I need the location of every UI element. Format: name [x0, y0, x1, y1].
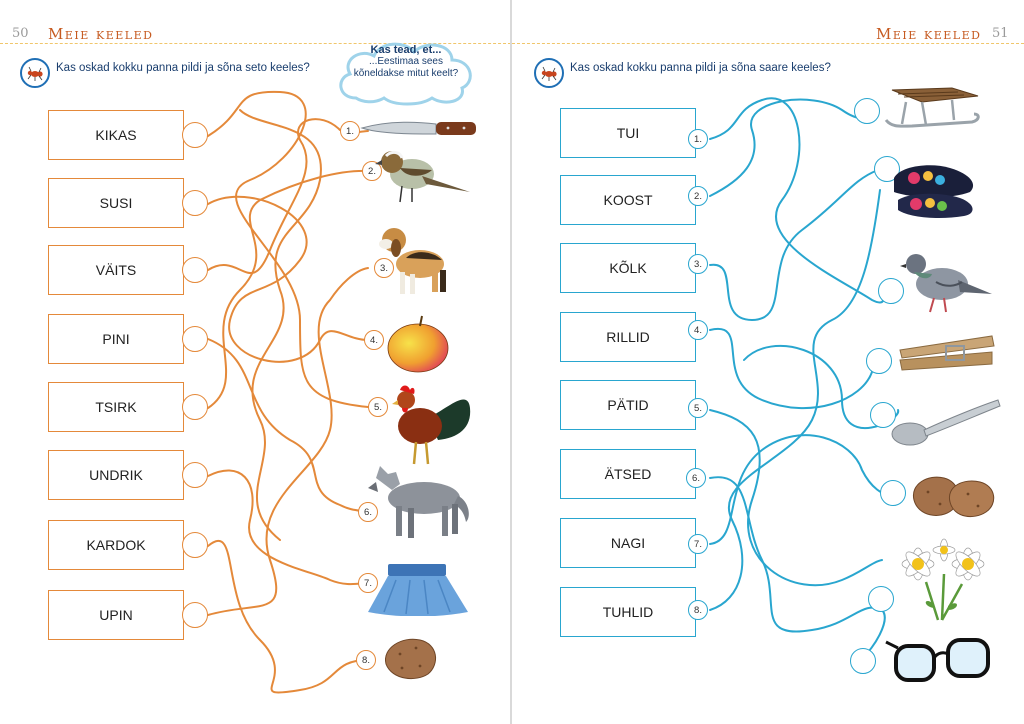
answer-circle[interactable]	[850, 648, 876, 674]
dog-icon	[379, 228, 446, 294]
word-label: VÄITS	[95, 262, 137, 278]
apple-icon	[387, 315, 449, 373]
word-label: TUI	[616, 125, 640, 141]
number-badge: 5.	[368, 397, 388, 417]
number-badge: 1.	[340, 121, 360, 141]
word-label: KÕLK	[609, 260, 647, 276]
word-label: UNDRIK	[89, 467, 143, 483]
knife-icon	[360, 121, 476, 135]
answer-circle[interactable]	[182, 326, 208, 352]
task-question: Kas oskad kokku panna pildi ja sõna seto…	[56, 62, 310, 74]
word-box-3: KÕLK	[560, 243, 696, 293]
word-label: UPIN	[99, 607, 133, 623]
word-label: TSIRK	[95, 399, 137, 415]
answer-circle[interactable]	[854, 98, 880, 124]
number-badge: 7.	[688, 534, 708, 554]
page-title: Meie keeled	[48, 25, 154, 43]
number-badge: 2.	[362, 161, 382, 181]
left-page: 50 Meie keeled Kas oskad kokku panna pil…	[0, 0, 511, 724]
number-badge: 3.	[688, 254, 708, 274]
clothespin-icon	[899, 335, 995, 371]
spoon-icon	[891, 399, 1001, 446]
word-label: RILLID	[606, 329, 650, 345]
number-badge: 1.	[688, 129, 708, 149]
number-badge: 4.	[364, 330, 384, 350]
rooster-icon	[392, 385, 471, 465]
word-label: PINI	[102, 331, 130, 347]
answer-circle[interactable]	[182, 602, 208, 628]
word-label: SUSI	[99, 195, 133, 211]
page-title: Meie keeled	[876, 25, 982, 43]
word-box-4: PINI	[48, 314, 184, 364]
word-box-3: VÄITS	[48, 245, 184, 295]
word-label: ÄTSED	[604, 466, 652, 482]
word-box-5: TSIRK	[48, 382, 184, 432]
number-badge: 6.	[686, 468, 706, 488]
number-badge: 6.	[358, 502, 378, 522]
word-box-5: PÄTID	[560, 380, 696, 430]
task-question: Kas oskad kokku panna pildi ja sõna saar…	[570, 62, 831, 74]
header-divider	[512, 43, 1024, 44]
answer-circle[interactable]	[870, 402, 896, 428]
word-box-7: NAGI	[560, 518, 696, 568]
bird-icon	[375, 150, 470, 203]
answer-circle[interactable]	[182, 257, 208, 283]
daisies-icon	[901, 538, 985, 621]
pigeon-icon	[900, 254, 992, 313]
page-gutter	[510, 0, 512, 724]
answer-circle[interactable]	[868, 586, 894, 612]
wolf-icon	[368, 466, 469, 538]
word-label: KOOST	[603, 192, 653, 208]
answer-circle[interactable]	[880, 480, 906, 506]
number-badge: 3.	[374, 258, 394, 278]
word-box-6: ÄTSED	[560, 449, 696, 499]
number-badge: 5.	[688, 398, 708, 418]
number-badge: 8.	[356, 650, 376, 670]
word-label: PÄTID	[607, 397, 649, 413]
word-label: NAGI	[610, 535, 646, 551]
word-box-1: KIKAS	[48, 110, 184, 160]
right-page: Meie keeled 51 Kas oskad kokku panna pil…	[512, 0, 1024, 724]
sled-icon	[884, 87, 980, 128]
cloud-line-1: ...Eestimaa sees	[369, 56, 443, 67]
answer-circle[interactable]	[182, 190, 208, 216]
skirt-icon	[368, 564, 468, 616]
maze-lines	[207, 90, 369, 694]
word-box-6: UNDRIK	[48, 450, 184, 500]
cloud-title: Kas tead, et...	[370, 44, 442, 56]
word-label: KIKAS	[95, 127, 137, 143]
cloud-bubble-icon	[339, 42, 472, 106]
answer-circle[interactable]	[182, 394, 208, 420]
word-box-4: RILLID	[560, 312, 696, 362]
answer-circle[interactable]	[866, 348, 892, 374]
answer-circle[interactable]	[878, 278, 904, 304]
number-badge: 4.	[688, 320, 708, 340]
glasses-icon	[885, 638, 990, 682]
potatoes-icon	[912, 476, 995, 518]
word-label: KARDOK	[86, 537, 146, 553]
page-number: 51	[992, 26, 1009, 41]
word-box-2: SUSI	[48, 178, 184, 228]
word-box-8: UPIN	[48, 590, 184, 640]
cloud-note: Kas tead, et... ...Eestimaa sees kõnelda…	[334, 44, 478, 80]
word-box-1: TUI	[560, 108, 696, 158]
word-box-8: TUHLID	[560, 587, 696, 637]
number-badge: 2.	[688, 186, 708, 206]
potato-icon	[385, 638, 436, 680]
ant-logo-icon	[20, 58, 50, 88]
answer-circle[interactable]	[182, 122, 208, 148]
word-box-7: KARDOK	[48, 520, 184, 570]
word-box-2: KOOST	[560, 175, 696, 225]
number-badge: 8.	[688, 600, 708, 620]
answer-circle[interactable]	[182, 462, 208, 488]
cloud-line-2: kõneldakse mitut keelt?	[353, 68, 459, 79]
answer-circle[interactable]	[182, 532, 208, 558]
ant-logo-icon	[534, 58, 564, 88]
header-divider	[0, 43, 511, 44]
page-number: 50	[12, 26, 29, 41]
number-badge: 7.	[358, 573, 378, 593]
slippers-icon	[894, 165, 974, 218]
word-label: TUHLID	[602, 604, 654, 620]
